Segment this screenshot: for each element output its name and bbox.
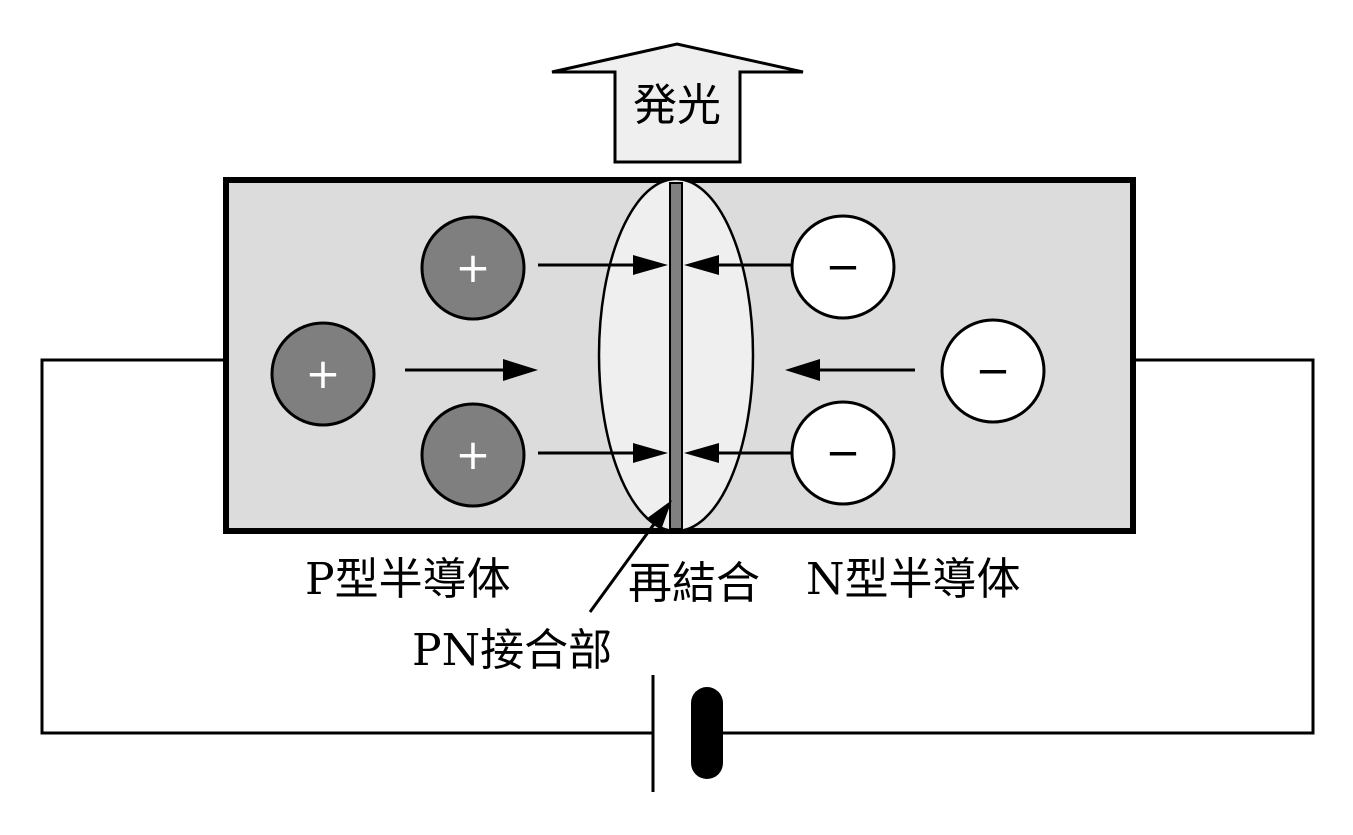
circuit-wires bbox=[40, 358, 1315, 735]
electron-sign: − bbox=[975, 346, 1010, 395]
hole-sign: + bbox=[455, 243, 490, 292]
hole-circle bbox=[420, 402, 526, 508]
hole: + bbox=[420, 215, 526, 321]
electron: − bbox=[940, 318, 1046, 424]
pn-junction-pointer-head bbox=[646, 500, 672, 530]
hole-sign: + bbox=[455, 430, 490, 479]
electron-circle bbox=[790, 400, 896, 506]
hole-circle bbox=[270, 321, 376, 427]
hole-circle bbox=[420, 215, 526, 321]
carrier-arrows bbox=[405, 255, 915, 463]
electron-circle bbox=[790, 214, 896, 320]
electron-arrow-bottom-head bbox=[684, 443, 719, 463]
holes: + + + bbox=[270, 215, 526, 508]
electron-arrow-top-head bbox=[684, 255, 719, 275]
hole-arrow-bottom-head bbox=[633, 443, 668, 463]
electron: − bbox=[790, 214, 896, 320]
battery-negative-plate bbox=[691, 687, 723, 779]
electron-circle bbox=[940, 318, 1046, 424]
electron-sign: − bbox=[825, 242, 860, 291]
wire-right bbox=[710, 358, 1315, 735]
wire-left bbox=[40, 358, 653, 735]
pn-junction-label: PN接合部 bbox=[412, 625, 612, 676]
electron: − bbox=[790, 400, 896, 506]
pn-junction-line bbox=[669, 182, 683, 530]
hole-arrow-top-head bbox=[633, 255, 668, 275]
emission-arrow-shape bbox=[551, 42, 804, 164]
hole: + bbox=[420, 402, 526, 508]
hole: + bbox=[270, 321, 376, 427]
electron-arrow-mid-head bbox=[785, 359, 820, 381]
hole-sign: + bbox=[305, 349, 340, 398]
battery bbox=[651, 675, 723, 792]
emission-label: 発光 bbox=[633, 80, 721, 131]
p-type-label: P型半導体 bbox=[305, 554, 511, 605]
electrons: − − − bbox=[790, 214, 1046, 506]
pn-junction-pointer bbox=[588, 500, 672, 613]
hole-arrow-mid-head bbox=[503, 359, 538, 381]
pn-junction-pointer-shaft bbox=[588, 519, 659, 613]
emission-arrow: 発光 bbox=[551, 42, 804, 164]
electron-sign: − bbox=[825, 428, 860, 477]
recombination-label: 再結合 bbox=[628, 558, 760, 609]
n-type-label: N型半導体 bbox=[806, 554, 1021, 605]
